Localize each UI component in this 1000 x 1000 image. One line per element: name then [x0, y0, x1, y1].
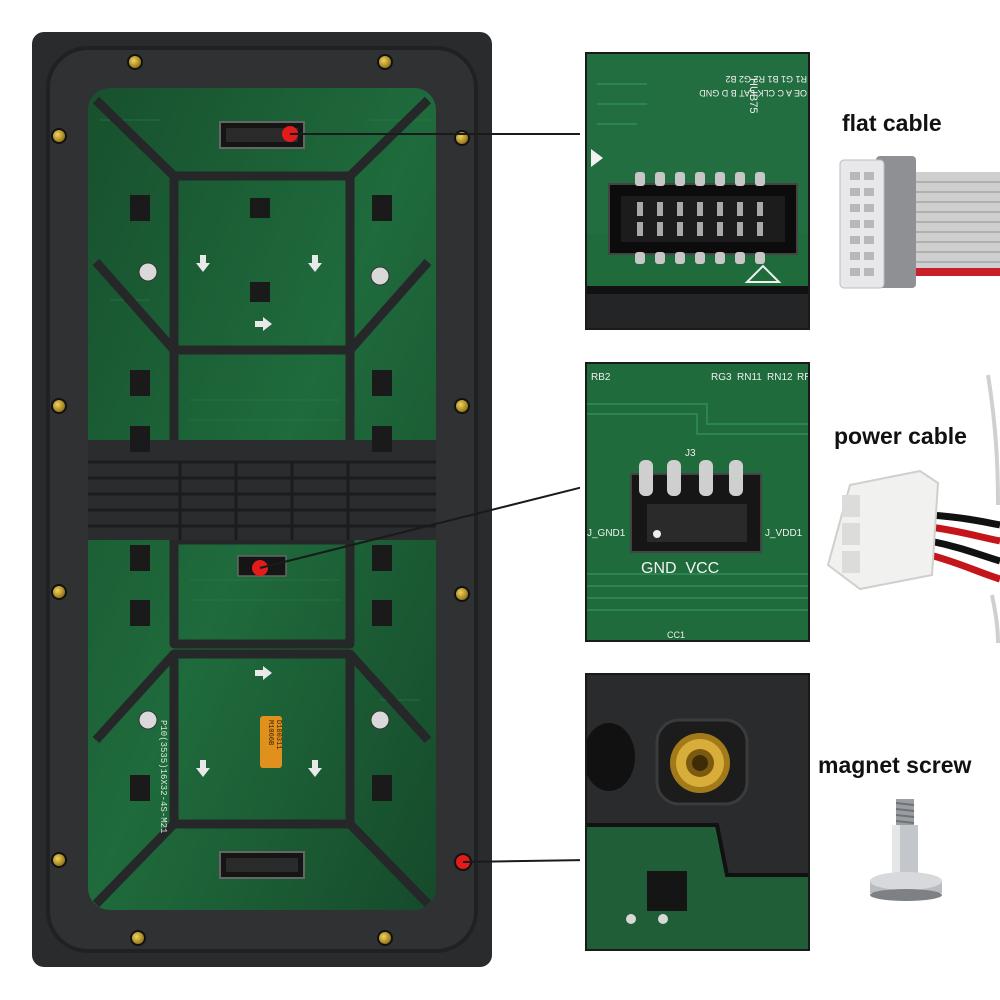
svg-text:R1 G1 B1 R2 G2 B2: R1 G1 B1 R2 G2 B2 [725, 74, 807, 84]
flat-cable-image [839, 156, 1000, 289]
ref-left-pad: J_GND1 [587, 528, 626, 539]
ref-rn11: RN11 [737, 372, 762, 383]
power-pin-labels: GND VCC [641, 560, 720, 577]
connector-title: HUB75 [747, 78, 759, 114]
led-module-back [32, 32, 580, 967]
ref-j3: J3 [685, 448, 696, 459]
sticker-text: D180311 M1066B [266, 720, 282, 750]
magnet-screw-image [870, 799, 942, 901]
ref-cc: CC1 [667, 630, 686, 640]
ref-rb: RB2 [591, 372, 611, 383]
closeup-screw-insert [585, 673, 810, 951]
power-cable-label: power cable [834, 423, 967, 449]
ref-rr: RR [797, 372, 808, 383]
closeup-power-connector: RB2 RG3 RN11 RN12 RR J3 J_GND1 J_VDD1 GN… [585, 362, 810, 642]
board-model-marking: P10(3535)16X32-4S-M21 [158, 720, 168, 834]
header-pin-labels: OE A C CLK LAT B D GND [699, 88, 807, 98]
pointer-line-magnet-screw [462, 859, 580, 863]
pointer-line-power-cable [259, 486, 580, 569]
ref-right-pad: J_VDD1 [765, 528, 803, 539]
flat-cable-label: flat cable [842, 110, 942, 136]
power-cable-image [826, 374, 1000, 644]
magnet-screw-label: magnet screw [818, 752, 972, 778]
ref-rg: RG3 [711, 372, 732, 383]
closeup-connector: OE A C CLK LAT B D GND R1 G1 B1 R2 G2 B2… [585, 52, 810, 330]
ref-rn12: RN12 [767, 372, 793, 383]
